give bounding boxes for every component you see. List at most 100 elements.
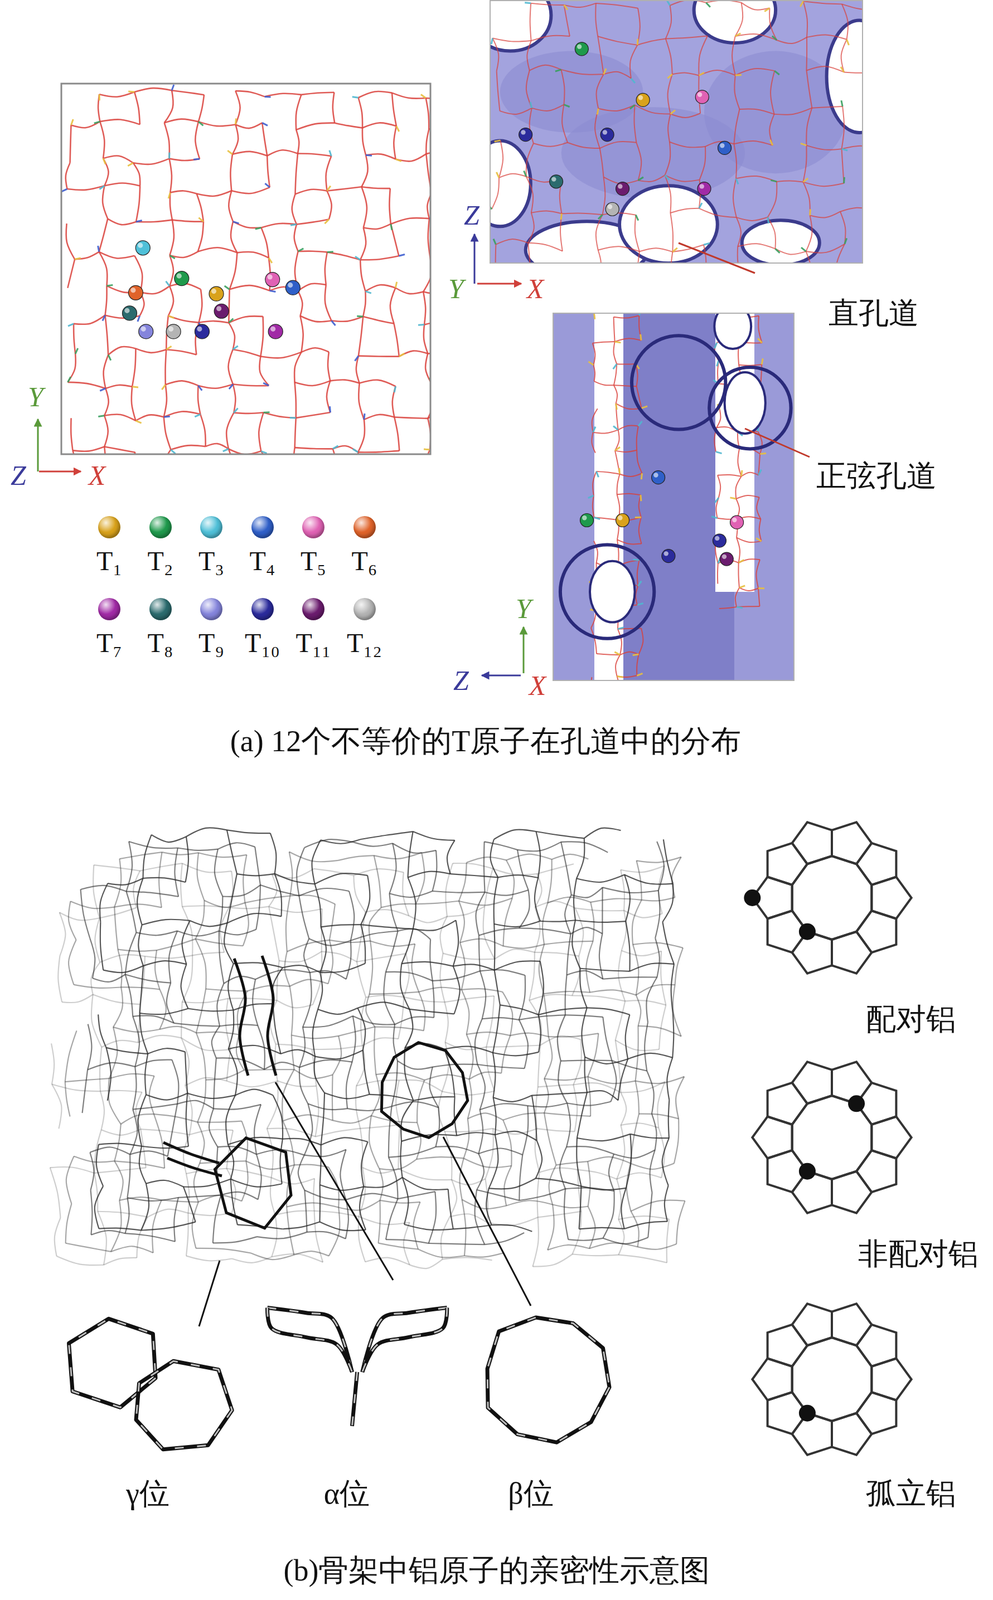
framework-bond bbox=[635, 251, 640, 264]
ring-outline bbox=[831, 932, 872, 975]
atom-highlight bbox=[176, 273, 182, 279]
framework-bond bbox=[494, 970, 501, 1006]
framework-atom-tick bbox=[165, 281, 170, 287]
framework-bond bbox=[99, 91, 135, 98]
framework-bond bbox=[164, 90, 174, 123]
framework-bond bbox=[535, 1178, 582, 1187]
framework-atom-tick bbox=[496, 172, 500, 178]
atom-body bbox=[194, 324, 210, 339]
framework-bond bbox=[759, 519, 762, 542]
framework-bond bbox=[492, 37, 531, 42]
framework-bond bbox=[574, 908, 584, 957]
framework-bond bbox=[244, 895, 290, 903]
framework-bond bbox=[326, 186, 362, 191]
framework-bond bbox=[621, 951, 662, 957]
framework-bond bbox=[356, 356, 360, 384]
framework-bond bbox=[416, 1157, 464, 1160]
framework-bond bbox=[597, 36, 604, 75]
framework-bond bbox=[581, 1008, 587, 1058]
framework-bond bbox=[272, 1095, 283, 1140]
framework-bond bbox=[226, 830, 271, 834]
framework-bond bbox=[617, 629, 622, 656]
mfi-framework-panel bbox=[61, 83, 466, 484]
framework-bond bbox=[200, 414, 206, 447]
t-atom-sphere bbox=[135, 240, 150, 256]
framework-bond bbox=[294, 153, 298, 195]
framework-bond bbox=[617, 493, 641, 496]
framework-bond bbox=[418, 987, 462, 993]
framework-bond bbox=[311, 840, 321, 885]
framework-bond bbox=[530, 3, 532, 41]
t-atom-sphere bbox=[138, 324, 154, 339]
legend-label: T₅ bbox=[300, 546, 327, 577]
panel-ground bbox=[553, 313, 794, 681]
framework-bond bbox=[719, 607, 737, 609]
framework-bond bbox=[357, 451, 400, 453]
framework-bond bbox=[425, 129, 429, 154]
framework-atom-tick bbox=[616, 403, 618, 410]
axis-arrow bbox=[39, 471, 81, 473]
framework-bond bbox=[195, 1248, 251, 1254]
framework-bond bbox=[132, 1016, 140, 1068]
framework-atom-tick bbox=[260, 451, 267, 454]
framework-bond bbox=[261, 228, 269, 259]
framework-bond bbox=[170, 445, 206, 450]
zeolite-ring-diagram bbox=[743, 822, 912, 974]
framework-bond bbox=[737, 243, 775, 249]
white-gap bbox=[594, 313, 624, 681]
framework-bond bbox=[197, 247, 238, 253]
framework-bond bbox=[271, 1178, 315, 1185]
framework-bond bbox=[135, 348, 167, 353]
framework-bond bbox=[147, 1048, 186, 1055]
framework-bond bbox=[626, 1134, 632, 1189]
framework-bond bbox=[103, 158, 109, 186]
framework-bond bbox=[99, 219, 109, 253]
framework-bond bbox=[475, 1190, 486, 1246]
framework-bond bbox=[395, 287, 424, 294]
framework-bond bbox=[596, 471, 620, 475]
framework-bond bbox=[324, 1093, 370, 1099]
framework-bond bbox=[388, 1106, 392, 1158]
atom-body bbox=[135, 240, 150, 256]
framework-atom-tick bbox=[614, 447, 620, 451]
framework-bond bbox=[390, 218, 430, 225]
atom-body bbox=[214, 303, 229, 319]
framework-atom-tick bbox=[635, 215, 638, 221]
framework-bond bbox=[293, 447, 303, 455]
framework-bond bbox=[136, 1217, 148, 1259]
framework-bond bbox=[181, 1038, 231, 1051]
channel-label: 直孔道 bbox=[828, 297, 919, 331]
framework-bond bbox=[584, 828, 622, 840]
framework-bond bbox=[535, 1129, 540, 1173]
framework-atom-tick bbox=[555, 69, 562, 72]
framework-bond bbox=[699, 70, 736, 76]
figure-caption: (a) 12个不等价的T原子在孔道中的分布 bbox=[230, 725, 741, 759]
framework-bond bbox=[70, 418, 73, 451]
atom-body bbox=[636, 93, 650, 107]
framework-bond bbox=[614, 338, 642, 342]
framework-bond bbox=[365, 284, 396, 292]
framework-bond bbox=[74, 1156, 115, 1164]
framework-bond bbox=[146, 1093, 188, 1101]
framework-bond bbox=[291, 1035, 339, 1039]
framework-bond bbox=[105, 385, 133, 389]
axis-arrow bbox=[522, 627, 525, 674]
atom-highlight bbox=[732, 517, 737, 523]
framework-bond bbox=[347, 1106, 392, 1112]
framework-bond bbox=[802, 145, 807, 183]
framework-bond bbox=[54, 1218, 61, 1257]
atom-body bbox=[166, 324, 181, 339]
framework-bond bbox=[716, 409, 721, 428]
framework-bond bbox=[635, 586, 638, 606]
framework-bond bbox=[617, 474, 620, 496]
framework-bond bbox=[699, 208, 737, 218]
framework-bond bbox=[596, 74, 604, 109]
framework-bond bbox=[519, 1155, 523, 1201]
framework-bond bbox=[161, 1200, 199, 1203]
leader-line bbox=[443, 1137, 531, 1307]
framework-bond bbox=[466, 857, 507, 864]
framework-bond bbox=[418, 1250, 465, 1259]
framework-atom-tick bbox=[641, 473, 642, 480]
framework-bond bbox=[412, 944, 420, 993]
site-motifs bbox=[68, 1308, 610, 1451]
